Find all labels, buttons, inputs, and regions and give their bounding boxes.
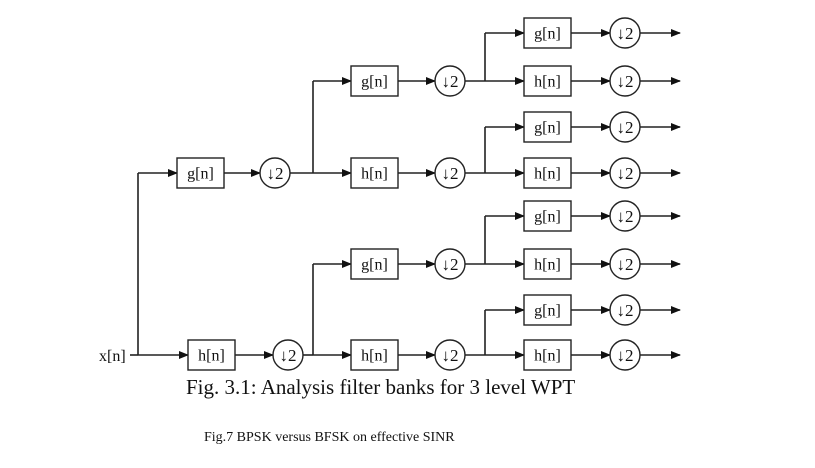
downsampler-circle [272,339,304,371]
input-signal-label: x[n] [99,348,126,365]
filter-box-outline [523,294,572,326]
downsample-by-2-label: ↓2 [442,346,459,365]
downsample-by-2-label: ↓2 [617,346,634,365]
filter-box-outline [523,248,572,280]
filter-box-outline [523,65,572,97]
filter-label: g[n] [534,209,561,226]
filter-blocks: g[n] ↓2 h[n] ↓2 g[n] ↓2 h[n] ↓2 g[n] ↓2 h[n] ↓2 g[n]… [176,17,641,371]
figure-caption-sub: Fig.7 BPSK versus BFSK on effective SINR [204,430,455,445]
downsample-by-2-label: ↓2 [617,207,634,226]
filter-box-outline [350,65,399,97]
filter-h-level1: h[n] [187,339,236,371]
downsampler-block: ↓2 [259,157,291,189]
connection-lines [130,29,681,359]
filter-label: h[n] [534,166,561,183]
downsampler-circle [434,65,466,97]
downsample-by-2-label: ↓2 [442,255,459,274]
filter-g-level2: g[n] [350,248,399,280]
downsampler-circle [434,248,466,280]
downsampler-circle [609,339,641,371]
filter-box-outline [523,17,572,49]
filter-label: g[n] [534,26,561,43]
filter-label: h[n] [534,348,561,365]
filter-box-outline [523,111,572,143]
filter-box-outline [523,200,572,232]
filter-g-level1: g[n] [176,157,225,189]
filter-label: g[n] [361,74,388,91]
filter-box-outline [523,157,572,189]
filter-label: h[n] [361,166,388,183]
downsampler-circle [609,111,641,143]
downsampler-block: ↓2 [434,157,466,189]
downsampler-block: ↓2 [434,339,466,371]
filter-g-level3: g[n] [523,294,572,326]
downsample-by-2-label: ↓2 [442,164,459,183]
downsampler-circle [609,65,641,97]
filter-label: h[n] [534,74,561,91]
downsampler-circle [609,294,641,326]
downsampler-block: ↓2 [272,339,304,371]
downsample-by-2-label: ↓2 [617,72,634,91]
downsample-by-2-label: ↓2 [617,301,634,320]
downsampler-block: ↓2 [434,65,466,97]
downsampler-circle [609,248,641,280]
filter-label: h[n] [361,348,388,365]
downsample-by-2-label: ↓2 [617,118,634,137]
filter-h-level3: h[n] [523,339,572,371]
downsampler-circle [609,200,641,232]
downsample-by-2-label: ↓2 [442,72,459,91]
downsampler-block: ↓2 [609,339,641,371]
downsampler-circle [259,157,291,189]
filter-g-level2: g[n] [350,65,399,97]
downsample-by-2-label: ↓2 [617,164,634,183]
filter-h-level3: h[n] [523,157,572,189]
filter-g-level3: g[n] [523,111,572,143]
downsampler-block: ↓2 [434,248,466,280]
filter-h-level2: h[n] [350,157,399,189]
figure-caption-main: Fig. 3.1: Analysis filter banks for 3 le… [186,375,576,399]
downsampler-circle [434,339,466,371]
downsampler-block: ↓2 [609,248,641,280]
filter-box-outline [523,339,572,371]
downsampler-circle [609,17,641,49]
filter-label: g[n] [534,120,561,137]
filter-label: g[n] [187,166,214,183]
downsample-by-2-label: ↓2 [280,346,297,365]
filter-label: h[n] [534,257,561,274]
downsampler-block: ↓2 [609,17,641,49]
filter-h-level3: h[n] [523,65,572,97]
downsampler-circle [434,157,466,189]
filter-label: h[n] [198,348,225,365]
downsample-by-2-label: ↓2 [617,255,634,274]
filter-label: g[n] [534,303,561,320]
downsampler-block: ↓2 [609,294,641,326]
filter-h-level2: h[n] [350,339,399,371]
downsample-by-2-label: ↓2 [267,164,284,183]
downsampler-block: ↓2 [609,157,641,189]
filter-box-outline [350,248,399,280]
filter-g-level3: g[n] [523,17,572,49]
filter-box-outline [350,339,399,371]
filter-label: g[n] [361,257,388,274]
downsampler-block: ↓2 [609,111,641,143]
downsampler-circle [609,157,641,189]
filter-box-outline [350,157,399,189]
filter-h-level3: h[n] [523,248,572,280]
filter-box-outline [187,339,236,371]
downsampler-block: ↓2 [609,200,641,232]
downsample-by-2-label: ↓2 [617,24,634,43]
downsampler-block: ↓2 [609,65,641,97]
filter-g-level3: g[n] [523,200,572,232]
filter-box-outline [176,157,225,189]
